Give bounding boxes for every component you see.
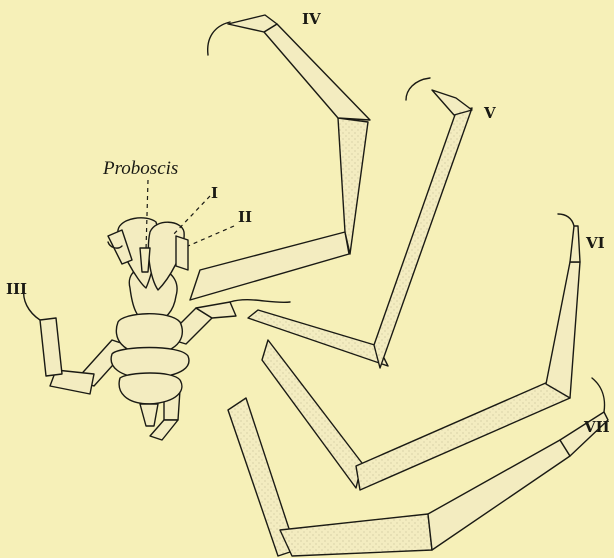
leg-vii-label: VII <box>584 420 610 435</box>
proboscis-head <box>108 218 188 290</box>
leg-v-label: V <box>484 106 496 121</box>
leg-iii-label: III <box>6 282 27 297</box>
leg-iv-label: IV <box>302 12 321 27</box>
leg-ii-label: II <box>238 210 252 225</box>
leg-iii <box>24 288 130 394</box>
leg-i-label: I <box>211 186 218 201</box>
leg-vi-label: VI <box>586 236 605 251</box>
proboscis-label: Proboscis <box>103 159 178 178</box>
